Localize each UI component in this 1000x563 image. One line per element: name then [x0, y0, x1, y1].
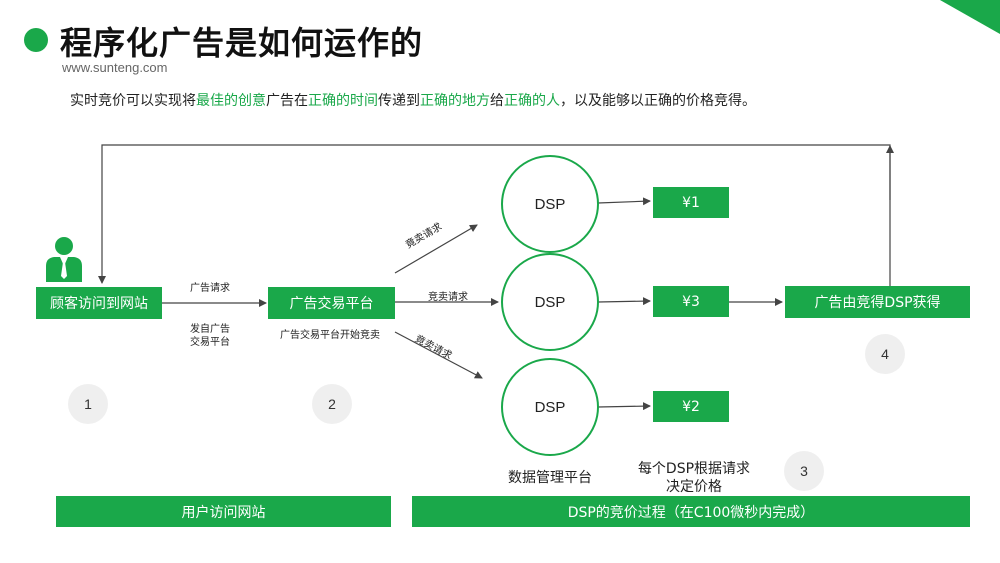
dsp-decide-line-1: 每个DSP根据请求 [637, 461, 751, 477]
from-exchange-label-2: 交易平台 [190, 337, 230, 348]
step-number-3: 3 [784, 451, 824, 491]
dsp-circle-2: DSP [501, 253, 599, 351]
winning-dsp-box: 广告由竞得DSP获得 [785, 286, 970, 318]
arrow-dsp1-price [597, 197, 651, 206]
arrow-exchange-dsp1 [394, 224, 478, 274]
site-url: www.sunteng.com [62, 60, 168, 75]
arrow-exchange-dsp3 [394, 331, 483, 379]
price-box-1: ¥1 [653, 187, 729, 218]
price-box-2: ¥3 [653, 286, 729, 317]
arrow-dsp2-price [597, 297, 651, 306]
ad-exchange-box: 广告交易平台 [268, 287, 395, 319]
step-number-2: 2 [312, 384, 352, 424]
ad-request-label: 广告请求 [190, 283, 230, 294]
dsp-circle-3: DSP [501, 358, 599, 456]
subtitle-highlight: 最佳的创意 [196, 93, 266, 109]
from-exchange-label-1: 发自广告 [190, 324, 230, 335]
subtitle-part: 实时竞价可以实现将 [70, 93, 196, 109]
dmp-label: 数据管理平台 [508, 470, 592, 486]
price-box-3: ¥2 [653, 391, 729, 422]
subtitle-part: ，以及能够以正确的价格竞得。 [560, 93, 756, 109]
bid-request-label-mid: 竞卖请求 [428, 292, 468, 303]
footer-dsp-bidding: DSP的竞价过程（在C100微秒内完成） [412, 496, 970, 527]
corner-decoration [940, 0, 1000, 34]
feedback-loop-arrow [98, 144, 891, 288]
dsp-decide-label: 每个DSP根据请求 决定价格 [632, 460, 756, 496]
subtitle: 实时竞价可以实现将最佳的创意广告在正确的时间传递到正确的地方给正确的人，以及能够… [70, 90, 756, 110]
subtitle-part: 给 [490, 93, 504, 109]
page-title: 程序化广告是如何运作的 [60, 24, 424, 62]
arrow-dsp3-price [597, 402, 651, 411]
step-number-1: 1 [68, 384, 108, 424]
subtitle-highlight: 正确的地方 [420, 93, 490, 109]
dsp-decide-line-2: 决定价格 [666, 479, 722, 495]
dsp-circle-1: DSP [501, 155, 599, 253]
title-bullet [24, 28, 48, 52]
subtitle-part: 广告在 [266, 93, 308, 109]
exchange-start-label: 广告交易平台开始竞卖 [280, 330, 380, 341]
customer-visit-box: 顾客访问到网站 [36, 287, 162, 319]
step-number-4: 4 [865, 334, 905, 374]
subtitle-highlight: 正确的时间 [308, 93, 378, 109]
subtitle-highlight: 正确的人 [504, 93, 560, 109]
user-icon [46, 237, 82, 282]
footer-user-visit: 用户访问网站 [56, 496, 391, 527]
subtitle-part: 传递到 [378, 93, 420, 109]
